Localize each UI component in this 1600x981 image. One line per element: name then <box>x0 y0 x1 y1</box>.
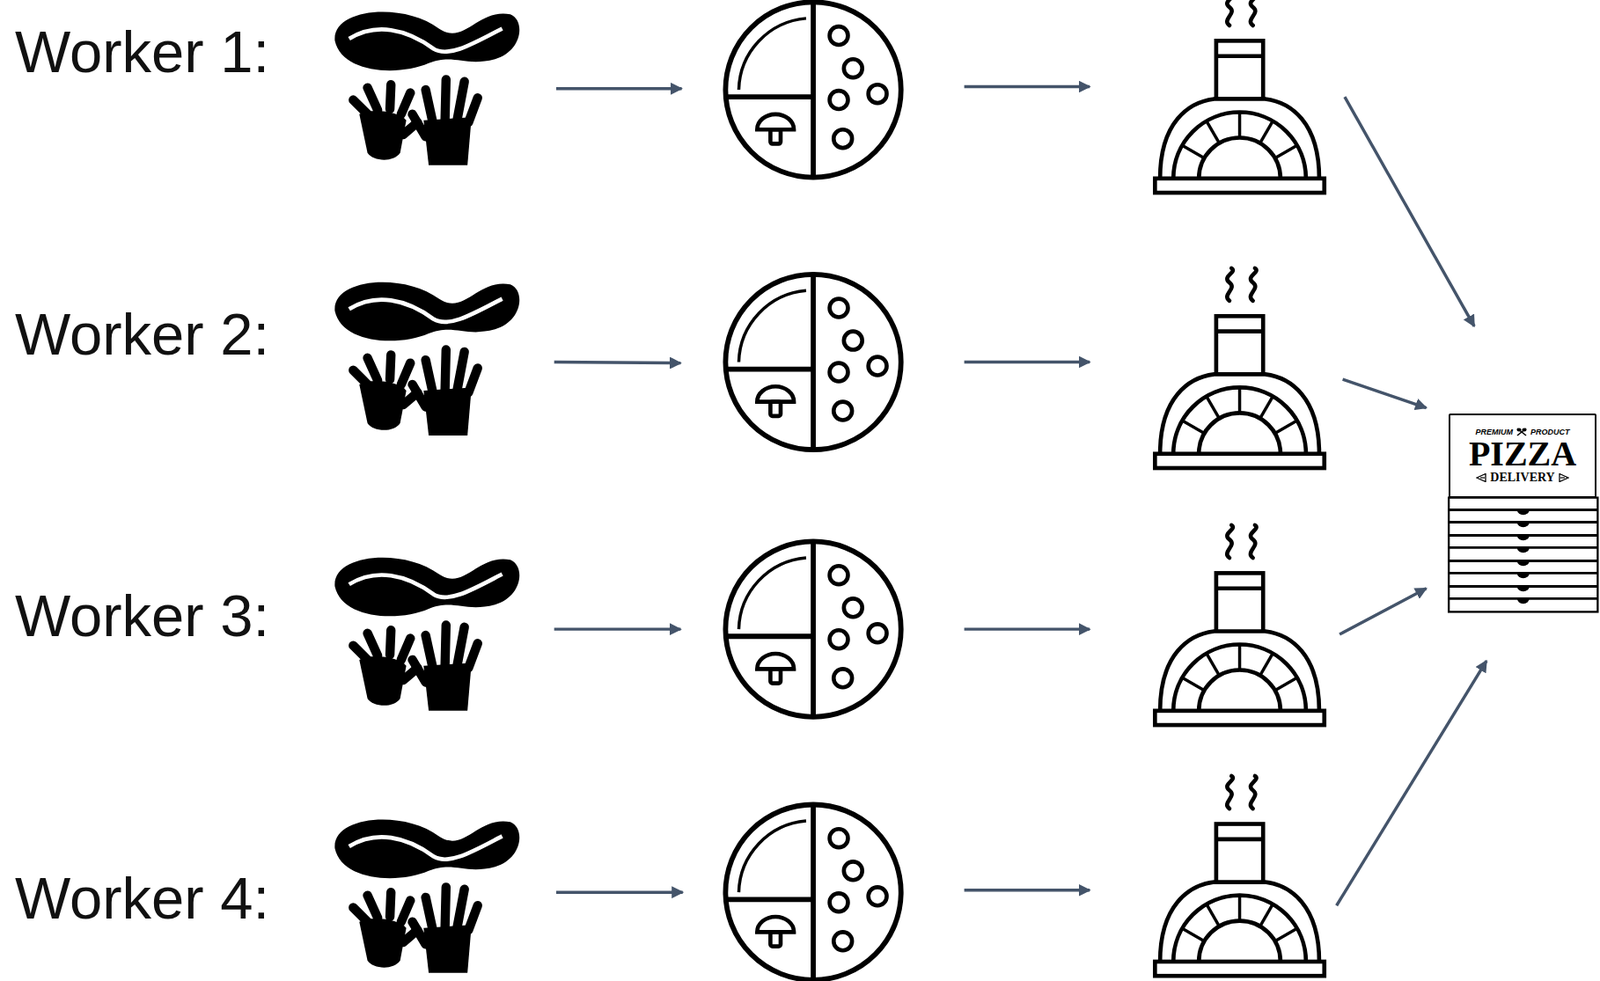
worker-label: Worker 3: <box>14 586 270 646</box>
box-stack-outline <box>1448 498 1598 613</box>
flow-arrow <box>1343 379 1427 408</box>
box-notches <box>1517 510 1530 605</box>
flow-arrow <box>554 627 682 631</box>
pizza-icon <box>725 804 901 980</box>
text-row: PREMIUM PRODUCT <box>1475 427 1571 437</box>
pizza-icon <box>725 274 901 450</box>
triangle-outline <box>1559 474 1569 483</box>
triangle-line <box>1560 477 1565 478</box>
flow-arrow <box>964 360 1091 364</box>
peel-blade <box>1522 428 1527 433</box>
oven-icon <box>1154 525 1324 726</box>
flow-arrow <box>556 890 683 894</box>
pizza-box-stack <box>1448 498 1598 613</box>
box-decoration <box>1475 473 1487 483</box>
flow-arrows <box>554 87 1487 907</box>
box-brand: PIZZA <box>1468 436 1577 472</box>
triangle-mark <box>1475 473 1487 483</box>
triangle-mark <box>1558 473 1570 483</box>
oven-icon <box>1154 776 1324 977</box>
worker-label: Worker 2: <box>14 304 270 364</box>
box-stack-lines <box>1448 510 1598 600</box>
flow-arrow <box>964 627 1091 631</box>
flow-arrow <box>964 85 1091 89</box>
dough-icon <box>334 820 520 974</box>
flow-arrow <box>554 361 682 363</box>
dough-icon <box>334 557 520 712</box>
flow-arrow <box>1344 96 1475 327</box>
flow-arrow <box>1336 660 1487 906</box>
pizza-box-lid: PREMIUM PRODUCTPIZZADELIVERY <box>1448 413 1597 499</box>
flow-arrow <box>556 87 683 90</box>
worker-label: Worker 4: <box>14 868 270 928</box>
triangle-line <box>1480 477 1485 478</box>
flow-arrow <box>964 888 1091 892</box>
dough-icon <box>334 12 520 166</box>
text-row: PIZZA <box>1468 436 1577 472</box>
oven-icon <box>1154 268 1324 469</box>
box-caption: PRODUCT <box>1530 428 1571 437</box>
box-decoration <box>1558 473 1570 483</box>
box-caption: PREMIUM <box>1475 428 1514 437</box>
pizza-icon <box>725 1 901 177</box>
dough-icon <box>334 282 520 436</box>
pizza-icon <box>725 541 901 717</box>
text-row: DELIVERY <box>1475 471 1569 485</box>
flow-arrow <box>1339 588 1427 635</box>
peel-blade <box>1517 428 1522 433</box>
box-caption: DELIVERY <box>1489 471 1555 485</box>
worker-label: Worker 1: <box>14 22 270 81</box>
peel-handle <box>1517 428 1527 436</box>
oven-icon <box>1154 0 1324 193</box>
triangle-outline <box>1476 474 1486 483</box>
peel-icon <box>1516 427 1527 437</box>
box-decoration <box>1516 427 1527 437</box>
peel-handle <box>1517 428 1527 436</box>
